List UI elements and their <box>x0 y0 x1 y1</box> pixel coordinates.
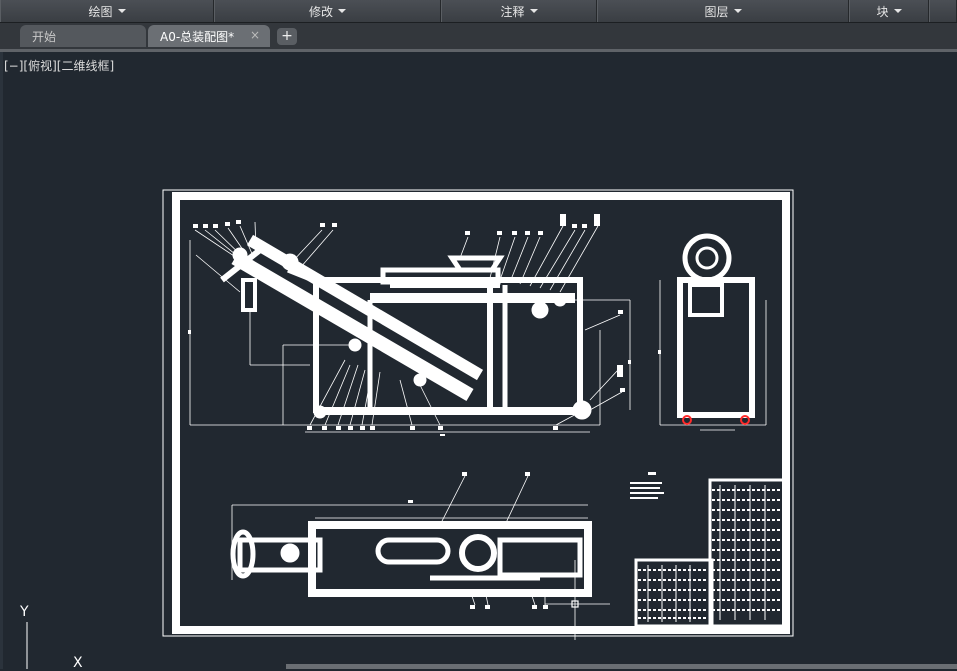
chevron-down-icon <box>893 9 902 13</box>
ribbon-panel-layers-label: 图层 <box>704 4 729 19</box>
side-view-wheel-right <box>740 415 750 425</box>
title-block <box>634 478 788 628</box>
ucs-x-label: X <box>73 655 83 671</box>
ribbon-panel-layers[interactable]: 图层 <box>597 0 849 22</box>
close-icon[interactable]: × <box>249 28 260 42</box>
tab-drawing-label: A0-总装配图* <box>160 29 235 44</box>
horizontal-scrollbar[interactable] <box>286 664 957 669</box>
ribbon-panel-modify-label: 修改 <box>308 4 333 19</box>
tab-start-label: 开始 <box>32 29 57 44</box>
technical-notes <box>630 472 664 499</box>
viewport-controls-label[interactable]: [−][俯视][二维线框] <box>4 59 115 73</box>
viewport-left-edge <box>0 52 3 669</box>
drawing-sheet <box>162 189 794 637</box>
chevron-down-icon <box>117 9 126 13</box>
chevron-down-icon <box>529 9 538 13</box>
add-tab-button[interactable]: + <box>277 28 297 45</box>
side-view <box>658 233 767 431</box>
front-view <box>188 214 631 436</box>
tab-drawing[interactable]: A0-总装配图* × <box>148 25 270 47</box>
file-tab-bar: 开始 A0-总装配图* × + <box>0 23 957 49</box>
chevron-down-icon <box>338 9 346 13</box>
ribbon-panel-annotate[interactable]: 注释 <box>441 0 597 22</box>
ucs-y-label: Y <box>20 604 29 620</box>
ribbon-panel-annotate-label: 注释 <box>500 4 525 19</box>
tab-start[interactable]: 开始 <box>20 25 146 47</box>
side-view-wheel-left <box>682 415 692 425</box>
top-view <box>230 472 610 640</box>
ribbon-panel-draw-label: 绘图 <box>88 4 113 19</box>
ribbon-panel-block-label: 块 <box>876 4 889 19</box>
ribbon-panel-bar: 绘图 修改 注释 图层 块 <box>0 0 957 23</box>
chevron-down-icon <box>733 9 742 13</box>
ribbon-panel-block[interactable]: 块 <box>849 0 929 22</box>
tab-divider <box>0 49 957 52</box>
ribbon-panel-modify[interactable]: 修改 <box>214 0 441 22</box>
ribbon-panel-draw[interactable]: 绘图 <box>0 0 214 22</box>
